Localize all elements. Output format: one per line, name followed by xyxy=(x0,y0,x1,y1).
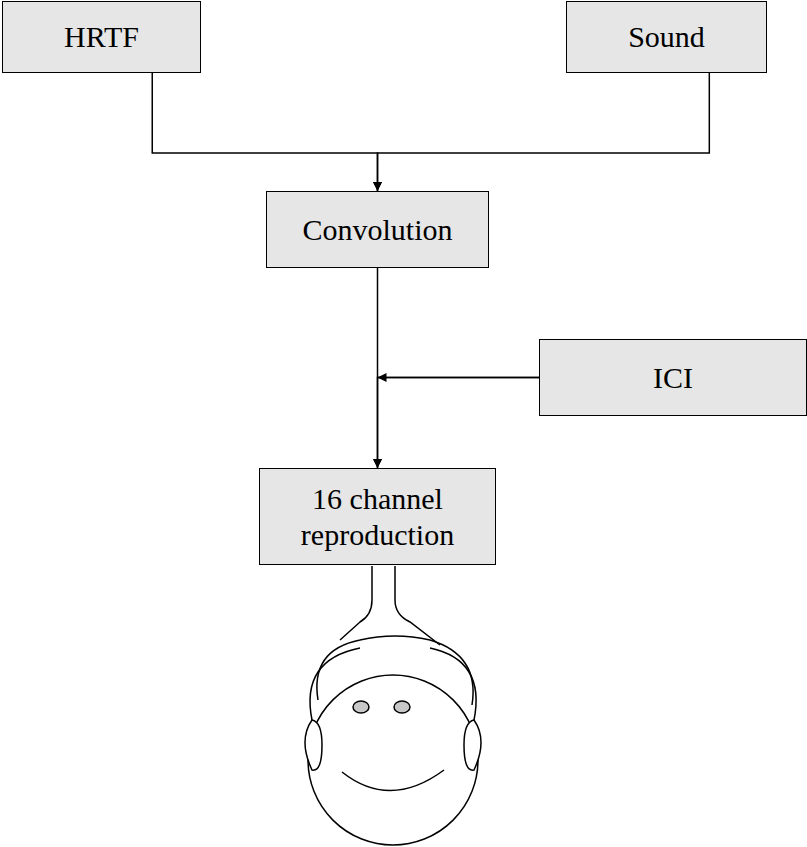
ici-box: ICI xyxy=(539,339,807,416)
flow-arrow xyxy=(378,73,710,191)
box-label: ICI xyxy=(653,360,693,396)
box-label: 16 channel reproduction xyxy=(269,481,486,553)
box-label: HRTF xyxy=(64,19,139,55)
flow-arrow xyxy=(152,73,377,191)
output-box: 16 channel reproduction xyxy=(259,468,496,565)
process-box: Convolution xyxy=(266,191,489,268)
sound-box: Sound xyxy=(566,1,767,73)
flow-arrow xyxy=(378,378,540,469)
box-label: Convolution xyxy=(302,212,452,248)
junction-arrow xyxy=(378,377,540,379)
box-label: Sound xyxy=(628,19,705,55)
hrtf-box: HRTF xyxy=(2,1,201,73)
